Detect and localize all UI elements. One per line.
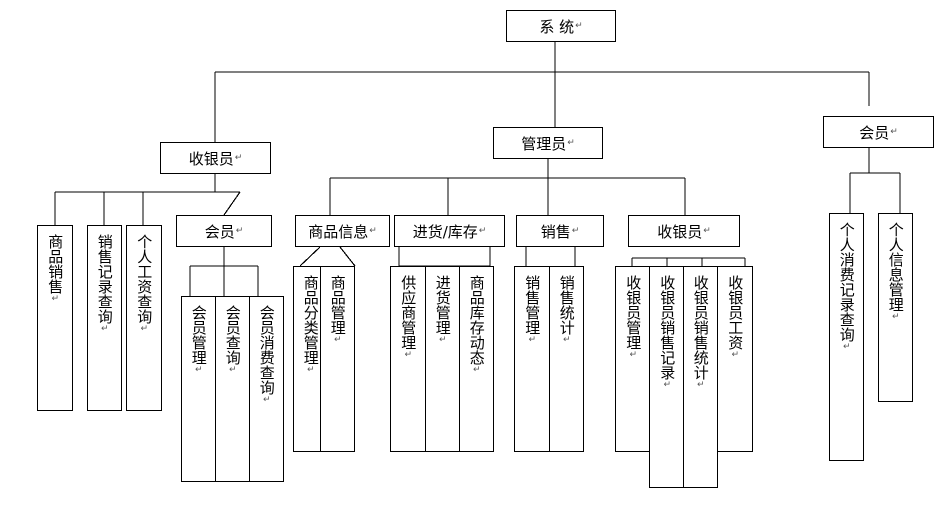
return-mark: ↵	[662, 380, 673, 390]
node-sales-label: 销售	[540, 222, 571, 241]
return-mark: ↵	[571, 226, 580, 236]
node-product-info-label: 商品信息	[308, 222, 369, 241]
return-mark: ↵	[841, 342, 852, 352]
node-category-manage-label: 商品分类管理	[301, 275, 320, 365]
return-mark: ↵	[403, 350, 414, 360]
return-mark: ↵	[369, 226, 377, 236]
return-mark: ↵	[235, 226, 244, 236]
node-product-sales-label: 商品销售	[46, 234, 65, 294]
return-mark: ↵	[99, 324, 110, 334]
node-cashier-sales-stats: 收银员销售统计↵	[683, 266, 718, 488]
return-mark: ↵	[703, 226, 711, 236]
return-mark: ↵	[437, 335, 448, 345]
return-mark: ↵	[567, 138, 575, 148]
return-mark: ↵	[890, 312, 901, 322]
node-sales-manage-label: 销售管理	[523, 275, 542, 335]
node-product-info: 商品信息↵	[295, 215, 390, 247]
node-purchase-stock-label: 进货/库存	[412, 222, 478, 241]
node-sales-record-query: 销售记录查询↵	[87, 225, 122, 411]
node-supplier-manage-label: 供应商管理	[399, 275, 418, 350]
node-cashier-sales-record: 收银员销售记录↵	[649, 266, 685, 488]
node-member-manage-label: 会员管理	[189, 305, 208, 365]
node-product-manage: 商品管理↵	[320, 266, 355, 452]
return-mark: ↵	[890, 127, 898, 137]
node-cashier-manage: 收银员管理↵	[615, 266, 651, 452]
node-personal-info-manage-label: 个人信息管理	[886, 222, 905, 312]
return-mark: ↵	[50, 294, 61, 304]
return-mark: ↵	[628, 350, 639, 360]
node-salary-query-label: 个人工资查询	[135, 234, 154, 324]
return-mark: ↵	[478, 226, 487, 236]
node-purchase-manage: 进货管理↵	[425, 266, 460, 452]
return-mark: ↵	[561, 335, 572, 345]
node-cashier-manage-label: 收银员管理	[624, 275, 643, 350]
return-mark: ↵	[234, 153, 243, 163]
return-mark: ↵	[139, 324, 150, 334]
return-mark: ↵	[227, 365, 238, 375]
node-member-query: 会员查询↵	[215, 296, 250, 482]
return-mark: ↵	[261, 395, 272, 405]
node-personal-info-manage: 个人信息管理↵	[878, 213, 913, 402]
node-sales-stats-label: 销售统计	[557, 275, 576, 335]
node-member-consume-query-label: 会员消费查询	[257, 305, 276, 395]
node-member-label: 会员	[859, 123, 890, 142]
node-cashier-sales-stats-label: 收银员销售统计	[691, 275, 710, 380]
node-admin: 管理员↵	[493, 127, 603, 159]
node-member: 会员↵	[823, 116, 934, 148]
return-mark: ↵	[193, 365, 204, 375]
node-cashier-label: 收银员	[188, 149, 234, 168]
node-sales-manage: 销售管理↵	[514, 266, 550, 452]
node-admin-cashier: 收银员↵	[628, 215, 740, 247]
node-member-query-label: 会员查询	[223, 305, 242, 365]
return-mark: ↵	[695, 380, 706, 390]
node-cashier-salary: 收银员工资↵	[717, 266, 753, 452]
node-product-manage-label: 商品管理	[328, 275, 347, 335]
return-mark: ↵	[305, 365, 316, 375]
node-purchase-stock: 进货/库存↵	[394, 215, 505, 247]
node-salary-query: 个人工资查询↵	[126, 225, 162, 411]
node-system-label: 系 统	[539, 17, 575, 36]
node-supplier-manage: 供应商管理↵	[390, 266, 426, 452]
node-cashier-salary-label: 收银员工资	[726, 275, 745, 350]
node-system: 系 统↵	[506, 10, 616, 42]
node-cashier-sales-record-label: 收银员销售记录	[658, 275, 677, 380]
node-member-consume-query: 会员消费查询↵	[249, 296, 284, 482]
node-sales: 销售↵	[516, 215, 604, 247]
node-purchase-manage-label: 进货管理	[433, 275, 452, 335]
node-member-group: 会员↵	[176, 215, 272, 247]
node-sales-record-query-label: 销售记录查询	[95, 234, 114, 324]
node-member-manage: 会员管理↵	[181, 296, 216, 482]
node-stock-dynamics-label: 商品库存动态	[467, 275, 486, 365]
return-mark: ↵	[471, 365, 482, 375]
node-cashier: 收银员↵	[160, 142, 271, 174]
node-sales-stats: 销售统计↵	[549, 266, 584, 452]
node-personal-consume-query-label: 个人消费记录查询	[837, 222, 856, 342]
node-admin-label: 管理员	[521, 134, 567, 153]
return-mark: ↵	[332, 335, 343, 345]
node-member-group-label: 会员	[204, 222, 235, 241]
node-stock-dynamics: 商品库存动态↵	[459, 266, 494, 452]
return-mark: ↵	[730, 350, 741, 360]
node-product-sales: 商品销售↵	[37, 225, 73, 411]
return-mark: ↵	[527, 335, 538, 345]
node-admin-cashier-label: 收银员	[657, 222, 703, 241]
return-mark: ↵	[575, 21, 583, 31]
node-personal-consume-query: 个人消费记录查询↵	[829, 213, 864, 461]
